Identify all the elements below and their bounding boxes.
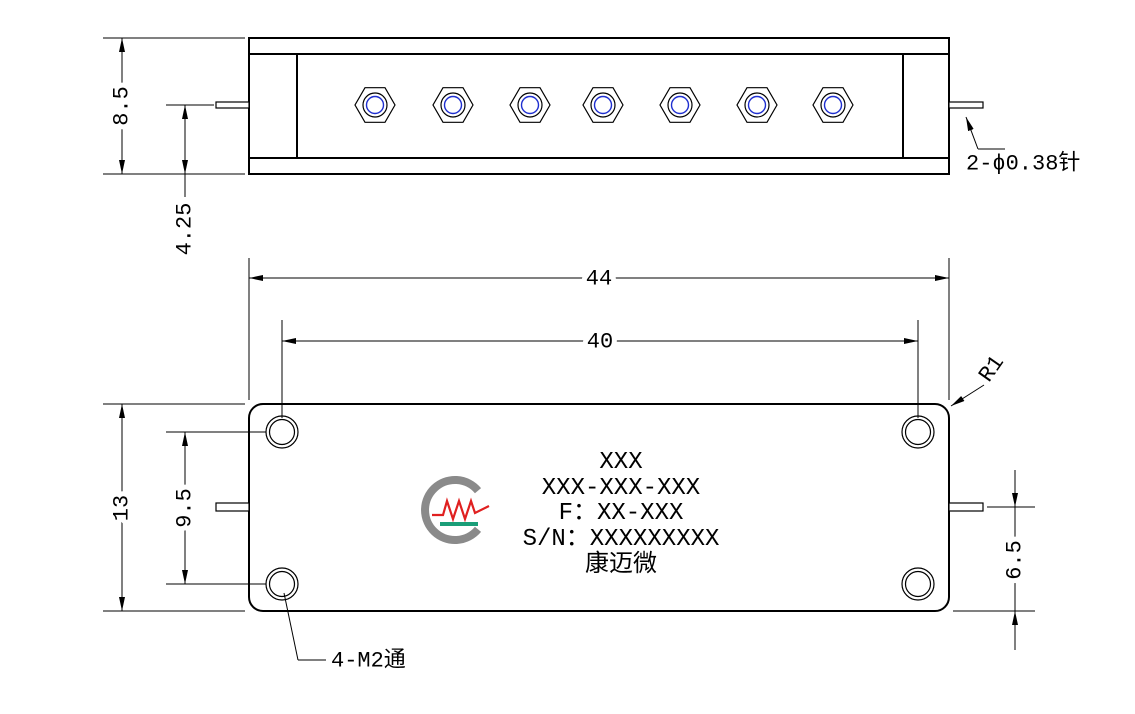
connector-nut-ring (517, 92, 543, 118)
connector-nut-hex (582, 87, 624, 123)
connector-nut-hex (509, 87, 551, 123)
mounting-hole-top-right (901, 415, 935, 449)
callout-text: 4-M2通 (331, 648, 406, 674)
label-line-3: F：XX-XXX (559, 500, 684, 527)
connector-nut-ring (590, 92, 616, 118)
connector-nut (582, 87, 624, 123)
leader-line (950, 384, 985, 407)
pin-callout: 2-ϕ0.38针 (965, 116, 1080, 177)
dim-side-pin-offset: 4.25 (166, 104, 214, 256)
top-view: XXX XXX-XXX-XXX F：XX-XXX S/N：XXXXXXXXX 康… (215, 403, 984, 612)
dimension-text: 8.5 (110, 86, 135, 126)
connector-nut-bore (670, 95, 690, 115)
company-logo (421, 476, 490, 544)
connector-nut-hex (659, 87, 701, 123)
logo-red-zigzag (432, 497, 490, 523)
hole-inner (904, 570, 932, 598)
dim-overall-width: 13 (103, 403, 245, 612)
hole-inner (268, 570, 296, 598)
dimension-text: 6.5 (1003, 540, 1028, 580)
top-left-pin (215, 502, 250, 512)
connector-nut-bore (593, 95, 613, 115)
leader-line (283, 592, 299, 661)
side-right-pin (948, 101, 984, 109)
connector-nut-ring (440, 92, 466, 118)
logo-c-arc (421, 476, 482, 544)
dim-hole-spacing-y: 9.5 (166, 431, 266, 585)
connector-nut-ring (362, 92, 388, 118)
callout-text: 2-ϕ0.38针 (966, 151, 1080, 177)
product-label: XXX XXX-XXX-XXX F：XX-XXX S/N：XXXXXXXXX 康… (523, 449, 720, 579)
hole-inner (268, 418, 296, 446)
connector-row (354, 87, 854, 123)
connector-nut-hex (736, 87, 778, 123)
dimension-text: 44 (586, 267, 612, 292)
side-left-pin (215, 101, 250, 109)
label-line-4: S/N：XXXXXXXXX (523, 526, 720, 553)
hole-outer (265, 415, 299, 449)
connector-nut-bore (520, 95, 540, 115)
callout-text: R1 (974, 351, 1010, 387)
connector-nut-ring (667, 92, 693, 118)
side-view (215, 37, 984, 175)
connector-nut (812, 87, 854, 123)
connector-nut-bore (823, 95, 843, 115)
connector-nut (659, 87, 701, 123)
label-line-5: 康迈微 (585, 550, 657, 579)
hole-callout: 4-M2通 (283, 592, 406, 674)
label-line-1: XXX (599, 449, 642, 476)
connector-nut-ring (744, 92, 770, 118)
dimension-text: 4.25 (173, 203, 198, 256)
dim-top-pin-offset: 6.5 (953, 470, 1035, 650)
connector-nut-bore (365, 95, 385, 115)
connector-nut-hex (432, 87, 474, 123)
connector-nut-bore (747, 95, 767, 115)
hole-outer (901, 567, 935, 601)
dim-side-height: 8.5 (103, 37, 245, 175)
hole-outer (901, 415, 935, 449)
connector-nut-bore (443, 95, 463, 115)
connector-nut-hex (354, 87, 396, 123)
top-right-pin (948, 502, 984, 512)
connector-nut-ring (820, 92, 846, 118)
side-body-outline (248, 37, 950, 175)
hole-outer (265, 567, 299, 601)
connector-nut (432, 87, 474, 123)
mounting-hole-bottom-left (265, 567, 299, 601)
mounting-hole-bottom-right (901, 567, 935, 601)
connector-nut (354, 87, 396, 123)
dim-overall-length: 44 (248, 258, 950, 400)
connector-nut (736, 87, 778, 123)
corner-radius-callout: R1 (950, 351, 1010, 407)
label-line-2: XXX-XXX-XXX (542, 475, 700, 502)
dimension-text: 13 (110, 495, 135, 521)
connector-nut (509, 87, 551, 123)
leader-line (965, 116, 979, 150)
hole-inner (904, 418, 932, 446)
dimension-text: 9.5 (173, 488, 198, 528)
dimension-text: 40 (587, 330, 613, 355)
mounting-hole-top-left (265, 415, 299, 449)
dim-hole-spacing-x: 40 (281, 320, 919, 418)
connector-nut-hex (812, 87, 854, 123)
